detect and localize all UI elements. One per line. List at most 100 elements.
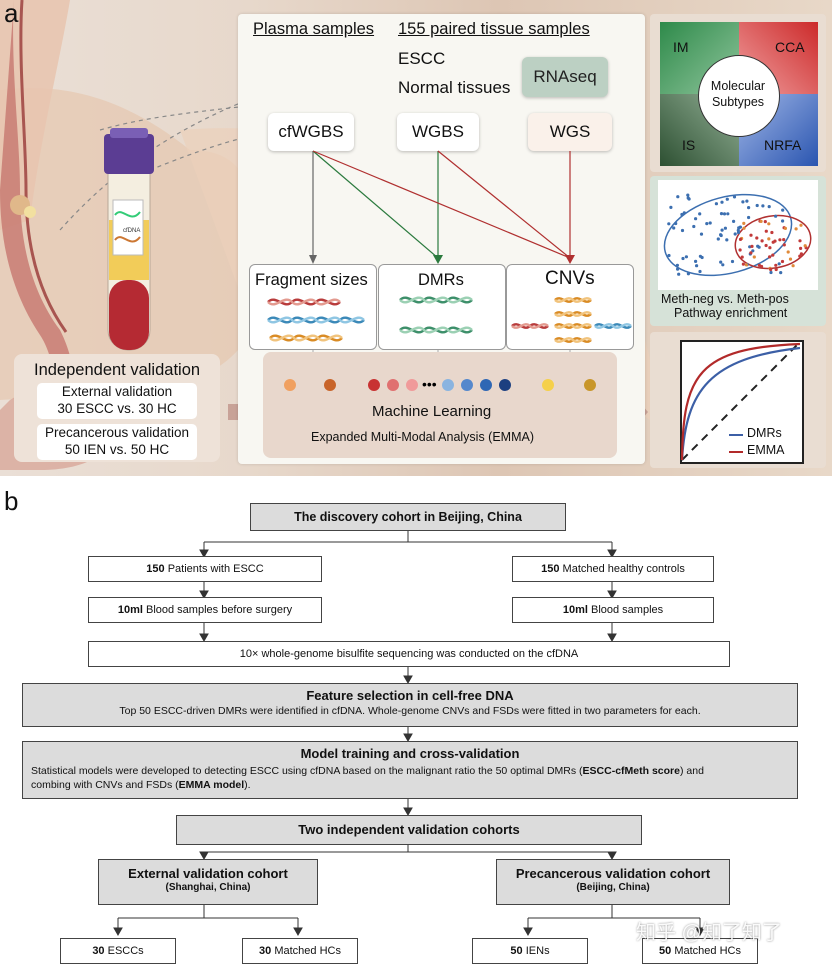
scatter-dot [681, 256, 685, 261]
precancer-cohort-sub: (Beijing, China) [576, 882, 650, 893]
scatter-dot [686, 193, 690, 197]
feature-selection-text: Top 50 ESCC-driven DMRs were identified … [119, 705, 701, 717]
cfwgbs-box: cfWGBS [268, 113, 354, 151]
scatter-dot [761, 204, 765, 208]
roc-dmrs-curve [680, 346, 801, 461]
subtype-im-label: IM [673, 39, 689, 55]
scatter-dot [667, 222, 671, 226]
left-blood-n: 10ml [117, 604, 143, 616]
emma-label: Expanded Multi-Modal Analysis (EMMA) [311, 430, 534, 444]
tube-label: cfDNA [123, 228, 141, 234]
model-text-1: Statistical models were developed to det… [31, 765, 583, 777]
scatter-dot [786, 250, 790, 254]
scatter-dot [747, 215, 751, 220]
scatter-dot [749, 251, 753, 255]
dmrs-card [378, 264, 506, 350]
ext-escc-text: ESCCs [104, 945, 144, 957]
sequencing-box: 10× whole-genome bisulfite sequencing wa… [88, 641, 730, 667]
scatter-dot [769, 267, 773, 272]
scatter-dot [759, 219, 763, 223]
subtypes-center-l2: Subtypes [711, 95, 765, 109]
subtype-nrfa-label: NRFA [764, 137, 802, 153]
scatter-dot [755, 203, 759, 208]
scatter-dot [771, 240, 775, 244]
scatter-dot [720, 228, 724, 232]
scatter-dot [677, 272, 681, 276]
roc-emma-curve [680, 342, 801, 461]
model-text-4: ). [244, 779, 251, 791]
normal-tissues-label: Normal tissues [398, 78, 511, 97]
scatter-dot [777, 262, 781, 266]
ext-escc-n: 30 [92, 945, 105, 957]
precancer-line-2: 50 IEN vs. 50 HC [64, 442, 170, 457]
scatter-dot [686, 196, 690, 200]
scatter-dot [771, 253, 775, 257]
model-training-box: Model training and cross-validation Stat… [22, 741, 798, 799]
legend-emma-swatch [729, 451, 743, 453]
scatter-dot [741, 262, 745, 266]
scatter-dot [738, 248, 742, 252]
external-cohort-title: External validation cohort [128, 866, 288, 881]
scatter-dot [716, 237, 720, 241]
legend-dmrs-swatch [729, 434, 743, 436]
scatter-dot [774, 214, 778, 218]
tissue-samples-label: 155 paired tissue samples [398, 20, 590, 38]
svg-text:•••: ••• [422, 376, 437, 392]
machine-learning-box [263, 352, 617, 458]
scatter-dot [791, 264, 795, 268]
scatter-dot [757, 263, 761, 267]
scatter-dot [781, 219, 785, 223]
model-training-title: Model training and cross-validation [300, 746, 520, 761]
ext-escc-box: 30 ESCCs [60, 938, 176, 964]
left-patients-n: 150 [146, 563, 165, 575]
scatter-dot [750, 244, 754, 248]
discovery-cohort-box: The discovery cohort in Beijing, China [250, 503, 566, 531]
scatter-dot [686, 272, 690, 276]
external-cohort-sub: (Shanghai, China) [165, 882, 251, 893]
scatter-dot [674, 221, 678, 226]
legend-emma: EMMA [747, 443, 785, 457]
scatter-dot [732, 219, 736, 223]
scatter-dot [699, 232, 704, 236]
pre-ien-n: 50 [510, 945, 523, 957]
scatter-dot [733, 232, 737, 236]
subtypes-center-l1: Molecular [710, 79, 766, 93]
scatter-dot [763, 220, 767, 224]
panel-a: cfDNA a Plasma samples 155 paired tissue… [0, 0, 832, 476]
right-blood-n: 10ml [562, 604, 588, 616]
ext-hc-n: 30 [259, 945, 272, 957]
dna-helix-icons [267, 296, 632, 343]
scatter-label-2: Pathway enrichment [674, 306, 788, 320]
scatter-label-1: Meth-neg vs. Meth-pos [661, 292, 789, 306]
scatter-dot [676, 267, 680, 271]
right-controls-text: Matched healthy controls [559, 563, 685, 575]
scatter-dot [725, 238, 729, 242]
scatter-dot [741, 200, 745, 204]
scatter-dot [778, 238, 782, 242]
scatter-dot [780, 259, 785, 264]
scatter-dot [730, 259, 735, 264]
scatter-dot [669, 205, 673, 209]
fragment-sizes-label: Fragment sizes [255, 271, 368, 289]
fragment-sizes-card [249, 264, 377, 350]
external-line-2: 30 ESCC vs. 30 HC [57, 401, 177, 416]
scatter-dot [694, 217, 698, 221]
watermark: 知乎 @知了知了 [636, 922, 782, 944]
scatter-dot [695, 264, 699, 268]
scatter-dot [725, 197, 729, 201]
scatter-dot [767, 237, 771, 241]
scatter-dot [742, 226, 746, 230]
scatter-dot [732, 195, 737, 199]
scatter-dot [684, 255, 688, 259]
cnvs-card [506, 264, 634, 350]
feature-selection-title: Feature selection in cell-free DNA [306, 688, 514, 703]
ext-hc-text: Matched HCs [271, 945, 341, 957]
scatter-dot [675, 263, 679, 267]
scatter-dot [694, 259, 698, 263]
model-bold-1: ESCC-cfMeth score [582, 765, 680, 777]
scatter-dot [768, 246, 772, 250]
scatter-dot [755, 236, 759, 240]
right-controls-n: 150 [541, 563, 560, 575]
machine-learning-label: Machine Learning [372, 403, 492, 420]
scatter-dot [698, 212, 702, 216]
